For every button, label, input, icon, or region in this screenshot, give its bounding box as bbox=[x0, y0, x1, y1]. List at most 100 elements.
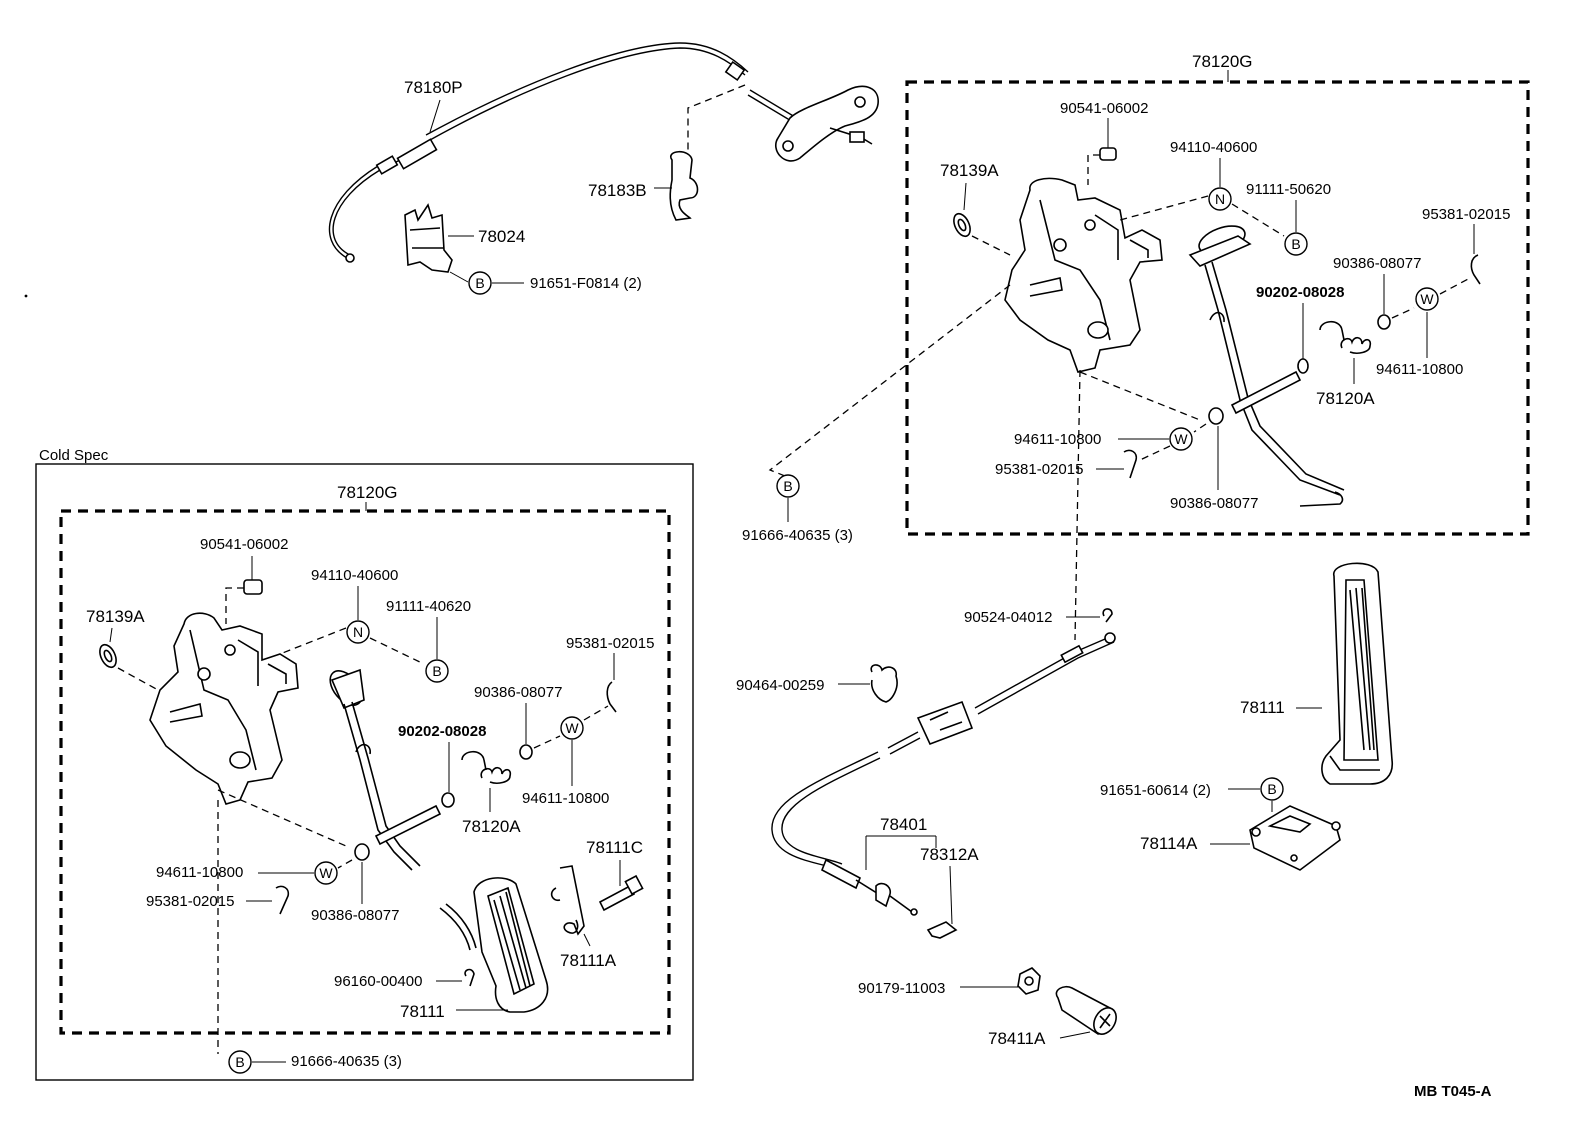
shaft-90202-main bbox=[1230, 358, 1309, 415]
label-94110-main: 94110-40600 bbox=[1170, 139, 1257, 156]
label-94611-right-cold: 94611-10800 bbox=[522, 790, 609, 807]
label-94611-right-main: 94611-10800 bbox=[1376, 361, 1463, 378]
pin-95381-right-cold-shape bbox=[606, 681, 617, 713]
assy-78120g-dashed-box bbox=[905, 80, 1530, 536]
label-78111c: 78111C bbox=[586, 838, 643, 857]
svg-text:B: B bbox=[432, 663, 441, 679]
label-90202-main: 90202-08028 bbox=[1256, 284, 1344, 301]
label-78120a-cold: 78120A bbox=[462, 817, 521, 836]
stop-78111c-shape bbox=[598, 874, 644, 912]
label-78120g-cold: 78120G bbox=[337, 483, 398, 502]
symbol-w-left-cold: W bbox=[314, 861, 338, 885]
label-95381-right-cold: 95381-02015 bbox=[566, 635, 654, 652]
symbol-b-91111-cold: B bbox=[425, 659, 449, 683]
label-90541-main: 90541-06002 bbox=[1060, 100, 1148, 117]
label-90464: 90464-00259 bbox=[736, 677, 824, 694]
clip-90524-shape bbox=[1102, 608, 1113, 623]
label-78111a: 78111A bbox=[560, 951, 617, 970]
pedal-pad-78111-main-shape bbox=[1321, 562, 1394, 785]
symbol-n-cold: N bbox=[346, 620, 370, 644]
label-95381-right-main: 95381-02015 bbox=[1422, 206, 1510, 223]
bolt-90541-main-shape bbox=[1099, 138, 1117, 161]
clamp-78183b-shape bbox=[669, 150, 699, 221]
label-95381-left-main: 95381-02015 bbox=[995, 461, 1083, 478]
label-91666-cold: 91666-40635 (3) bbox=[291, 1053, 402, 1070]
svg-text:W: W bbox=[1420, 291, 1434, 307]
bushing-90386-bottom-cold-shape bbox=[354, 843, 370, 861]
bracket-78024-shape bbox=[404, 203, 453, 273]
pedal-bracket-main bbox=[1004, 177, 1163, 373]
clip-96160-shape bbox=[464, 968, 475, 987]
svg-text:W: W bbox=[1174, 431, 1188, 447]
label-78111-cold: 78111 bbox=[400, 1002, 445, 1021]
bushing-90386-right-main-shape bbox=[1377, 314, 1391, 330]
label-78312a: 78312A bbox=[920, 845, 979, 864]
label-96160: 96160-00400 bbox=[334, 973, 422, 990]
label-94611-left-main: 94611-10800 bbox=[1014, 431, 1101, 448]
label-78180p: 78180P bbox=[404, 78, 463, 97]
bushing-78139a-cold-shape bbox=[99, 643, 117, 669]
symbol-w-right-main: W bbox=[1415, 287, 1439, 311]
label-78111-main: 78111 bbox=[1240, 698, 1285, 717]
label-91666-main: 91666-40635 (3) bbox=[742, 527, 853, 544]
spring-78120a-main-shape bbox=[1319, 320, 1372, 354]
svg-text:N: N bbox=[353, 624, 363, 640]
cable-78401-shape bbox=[771, 632, 1116, 916]
spring-78120a-cold-shape bbox=[461, 750, 512, 784]
label-90386-right-main: 90386-08077 bbox=[1333, 255, 1421, 272]
bolt-90541-cold-shape bbox=[243, 556, 263, 595]
label-90202-cold: 90202-08028 bbox=[398, 723, 486, 740]
label-90179: 90179-11003 bbox=[858, 980, 945, 997]
label-91651-f0814: 91651-F0814 (2) bbox=[530, 275, 642, 292]
label-78120g-main: 78120G bbox=[1192, 52, 1253, 71]
label-94110-cold: 94110-40600 bbox=[311, 567, 398, 584]
symbol-n-main: N bbox=[1208, 187, 1232, 211]
svg-text:N: N bbox=[1215, 191, 1225, 207]
label-78401: 78401 bbox=[880, 815, 927, 834]
pedal-arm-cold bbox=[329, 668, 421, 871]
label-78139a-cold: 78139A bbox=[86, 607, 145, 626]
symbol-b-91111-main: B bbox=[1284, 232, 1308, 256]
pedal-arm-main bbox=[1188, 225, 1345, 507]
label-78139a-main: 78139A bbox=[940, 161, 999, 180]
cable-stub-cold bbox=[439, 903, 477, 951]
label-90541-cold: 90541-06002 bbox=[200, 536, 288, 553]
symbol-b-91651-60614: B bbox=[1260, 777, 1284, 801]
label-91651-60614: 91651-60614 (2) bbox=[1100, 782, 1211, 799]
svg-text:W: W bbox=[565, 720, 579, 736]
label-90386-bottom-main: 90386-08077 bbox=[1170, 495, 1258, 512]
svg-text:B: B bbox=[1267, 781, 1276, 797]
label-78411a: 78411A bbox=[988, 1029, 1046, 1048]
cold-spec-title: Cold Spec bbox=[39, 447, 109, 464]
diagram-code: MB T045-A bbox=[1414, 1083, 1492, 1100]
label-90386-bottom-cold: 90386-08077 bbox=[311, 907, 399, 924]
label-95381-left-cold: 95381-02015 bbox=[146, 893, 234, 910]
label-91111-cold: 91111-40620 bbox=[386, 598, 471, 615]
label-78114a: 78114A bbox=[1140, 834, 1198, 853]
label-78024: 78024 bbox=[478, 227, 525, 246]
bushing-90386-right-cold-shape bbox=[519, 744, 533, 760]
pedal-pad-78111-cold-shape bbox=[473, 877, 549, 1013]
pedal-bracket-cold bbox=[149, 612, 299, 805]
label-91111-main: 91111-50620 bbox=[1246, 181, 1331, 198]
label-90386-right-cold: 90386-08077 bbox=[474, 684, 562, 701]
svg-text:B: B bbox=[235, 1054, 244, 1070]
washer-90202-cold-shape bbox=[441, 792, 455, 808]
bushing-78139a-main-shape bbox=[953, 212, 971, 238]
assy-78120g-cold-dashed-box bbox=[59, 509, 671, 1035]
symbol-w-left-main: W bbox=[1169, 427, 1193, 451]
pin-95381-left-main-shape bbox=[1123, 449, 1138, 479]
bracket-78114a-shape bbox=[1249, 805, 1341, 871]
shaft-90202-cold bbox=[374, 804, 442, 846]
throttle-link-plate bbox=[775, 85, 879, 162]
pin-95381-right-main-shape bbox=[1470, 254, 1481, 285]
bushing-90386-bottom-main-shape bbox=[1208, 407, 1224, 425]
label-94611-left-cold: 94611-10800 bbox=[156, 864, 243, 881]
clip-78312a-shape bbox=[926, 921, 958, 939]
label-90524: 90524-04012 bbox=[964, 609, 1052, 626]
svg-text:B: B bbox=[783, 478, 792, 494]
symbol-w-right-cold: W bbox=[560, 716, 584, 740]
spring-78111a-shape bbox=[550, 865, 585, 936]
knob-78411a-shape bbox=[1055, 985, 1117, 1036]
